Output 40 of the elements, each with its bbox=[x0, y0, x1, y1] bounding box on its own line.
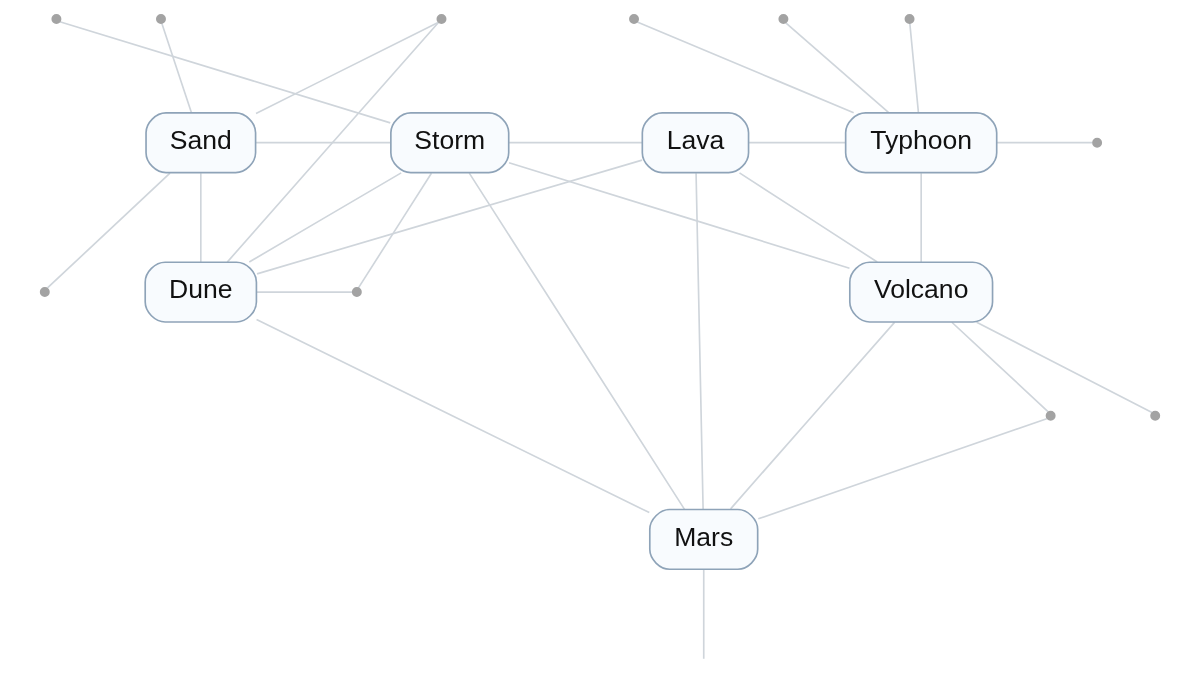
node-box: Mars bbox=[648, 508, 759, 571]
node-circle bbox=[39, 287, 50, 298]
connector bbox=[729, 321, 896, 510]
node-circle bbox=[156, 14, 166, 25]
connector bbox=[738, 172, 879, 263]
connector bbox=[255, 21, 439, 115]
connector bbox=[46, 172, 171, 289]
node-circle bbox=[351, 287, 362, 298]
connector bbox=[357, 172, 433, 289]
node-circle bbox=[1092, 137, 1103, 148]
connector bbox=[507, 141, 644, 144]
node-box: Lava bbox=[641, 112, 750, 174]
connector bbox=[256, 159, 643, 275]
connector bbox=[747, 141, 846, 144]
connector bbox=[995, 141, 1094, 144]
connector bbox=[59, 20, 392, 124]
node-circle bbox=[629, 14, 639, 25]
node-circle bbox=[1150, 410, 1161, 421]
node-circle bbox=[436, 14, 447, 25]
connector bbox=[256, 291, 353, 293]
connector bbox=[255, 318, 651, 514]
connector bbox=[920, 172, 922, 263]
connector bbox=[200, 172, 202, 263]
connector bbox=[951, 321, 1049, 413]
node-box: Storm bbox=[390, 112, 510, 174]
node-box: Dune bbox=[144, 261, 258, 323]
connector bbox=[975, 321, 1153, 414]
connector bbox=[636, 21, 855, 114]
node-circle bbox=[778, 14, 789, 25]
connector bbox=[248, 172, 402, 263]
connector bbox=[226, 21, 440, 263]
node-circle bbox=[904, 14, 915, 25]
node-circle bbox=[51, 14, 62, 25]
connector bbox=[508, 161, 851, 270]
node-box: Sand bbox=[145, 112, 257, 174]
connector bbox=[254, 141, 392, 144]
connector bbox=[757, 417, 1048, 520]
node-circle bbox=[1045, 410, 1056, 421]
node-box: Typhoon bbox=[844, 112, 998, 174]
node-box: Volcano bbox=[848, 261, 994, 323]
